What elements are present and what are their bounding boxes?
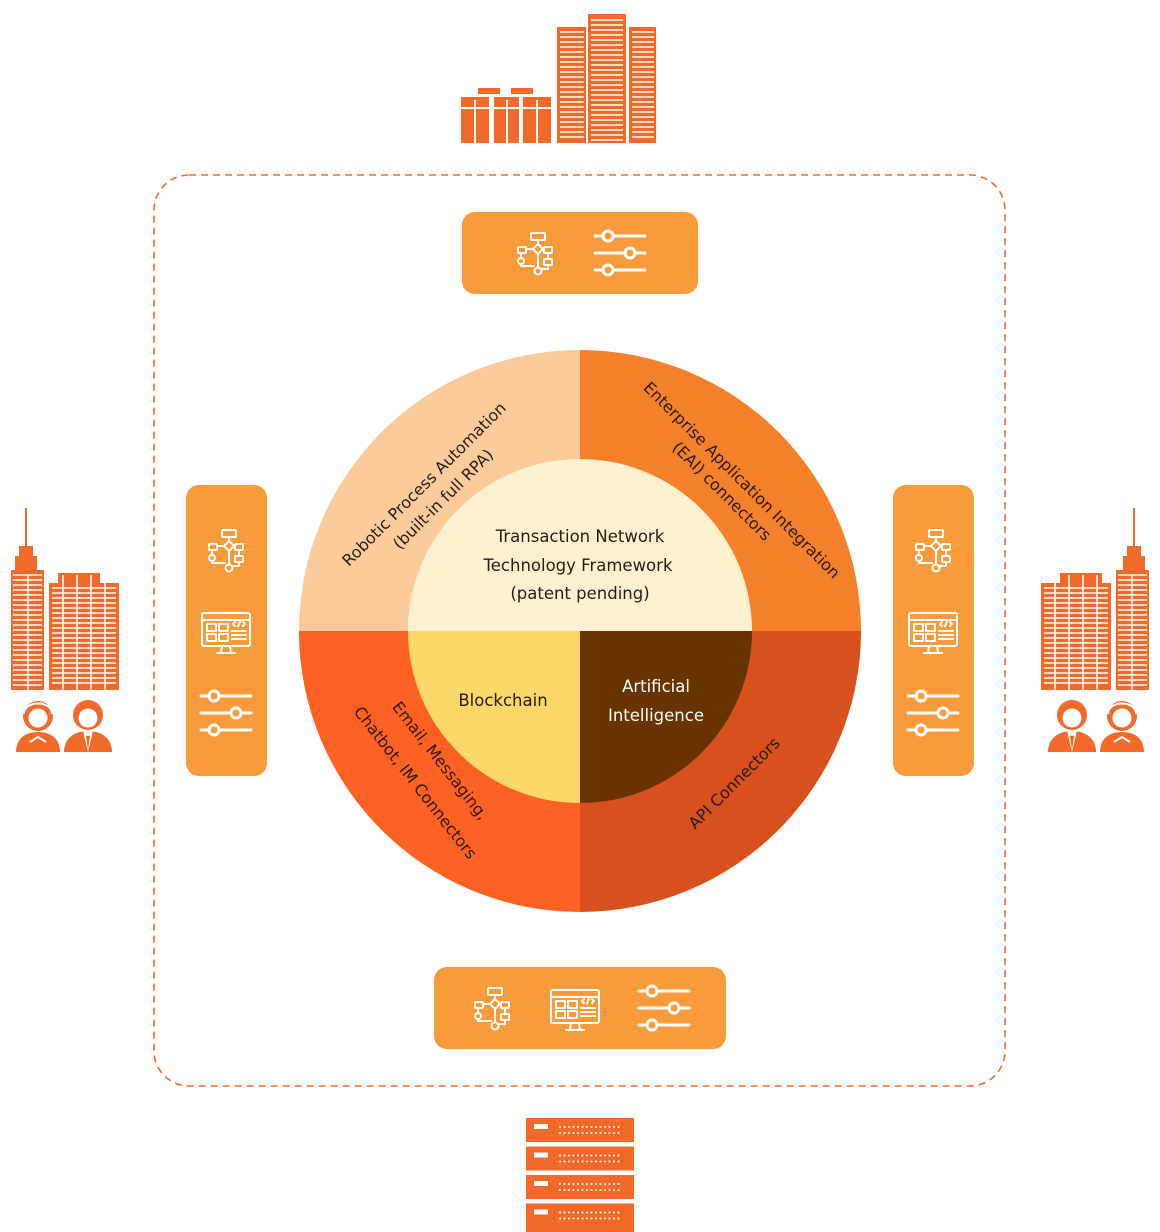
businessman-icon <box>64 700 112 752</box>
building-icon <box>461 14 656 143</box>
businessman-icon <box>1048 700 1096 752</box>
left-connector-panel <box>186 485 267 776</box>
building-icon <box>11 508 119 690</box>
framework-wheel: Transaction Network Technology Framework… <box>299 350 861 912</box>
blockchain-quadrant <box>408 631 580 803</box>
center-title-line3: (patent pending) <box>510 584 649 603</box>
support-agent-icon <box>16 701 60 752</box>
top-connector-panel <box>462 212 698 294</box>
building-icon <box>1041 508 1149 690</box>
ai-quadrant <box>580 631 752 803</box>
server-rack-icon <box>526 1118 634 1232</box>
bottom-connector-panel <box>434 967 726 1049</box>
support-agent-icon <box>1100 701 1144 752</box>
center-title-line1: Transaction Network <box>495 527 665 546</box>
blockchain-label: Blockchain <box>458 691 547 710</box>
framework-center <box>408 459 752 631</box>
network-boundary <box>153 174 1006 1087</box>
right-connector-panel <box>893 485 974 776</box>
center-title-line2: Technology Framework <box>482 556 672 575</box>
ai-label-line2: Intelligence <box>608 706 704 725</box>
ai-label-line1: Artificial <box>622 677 690 696</box>
